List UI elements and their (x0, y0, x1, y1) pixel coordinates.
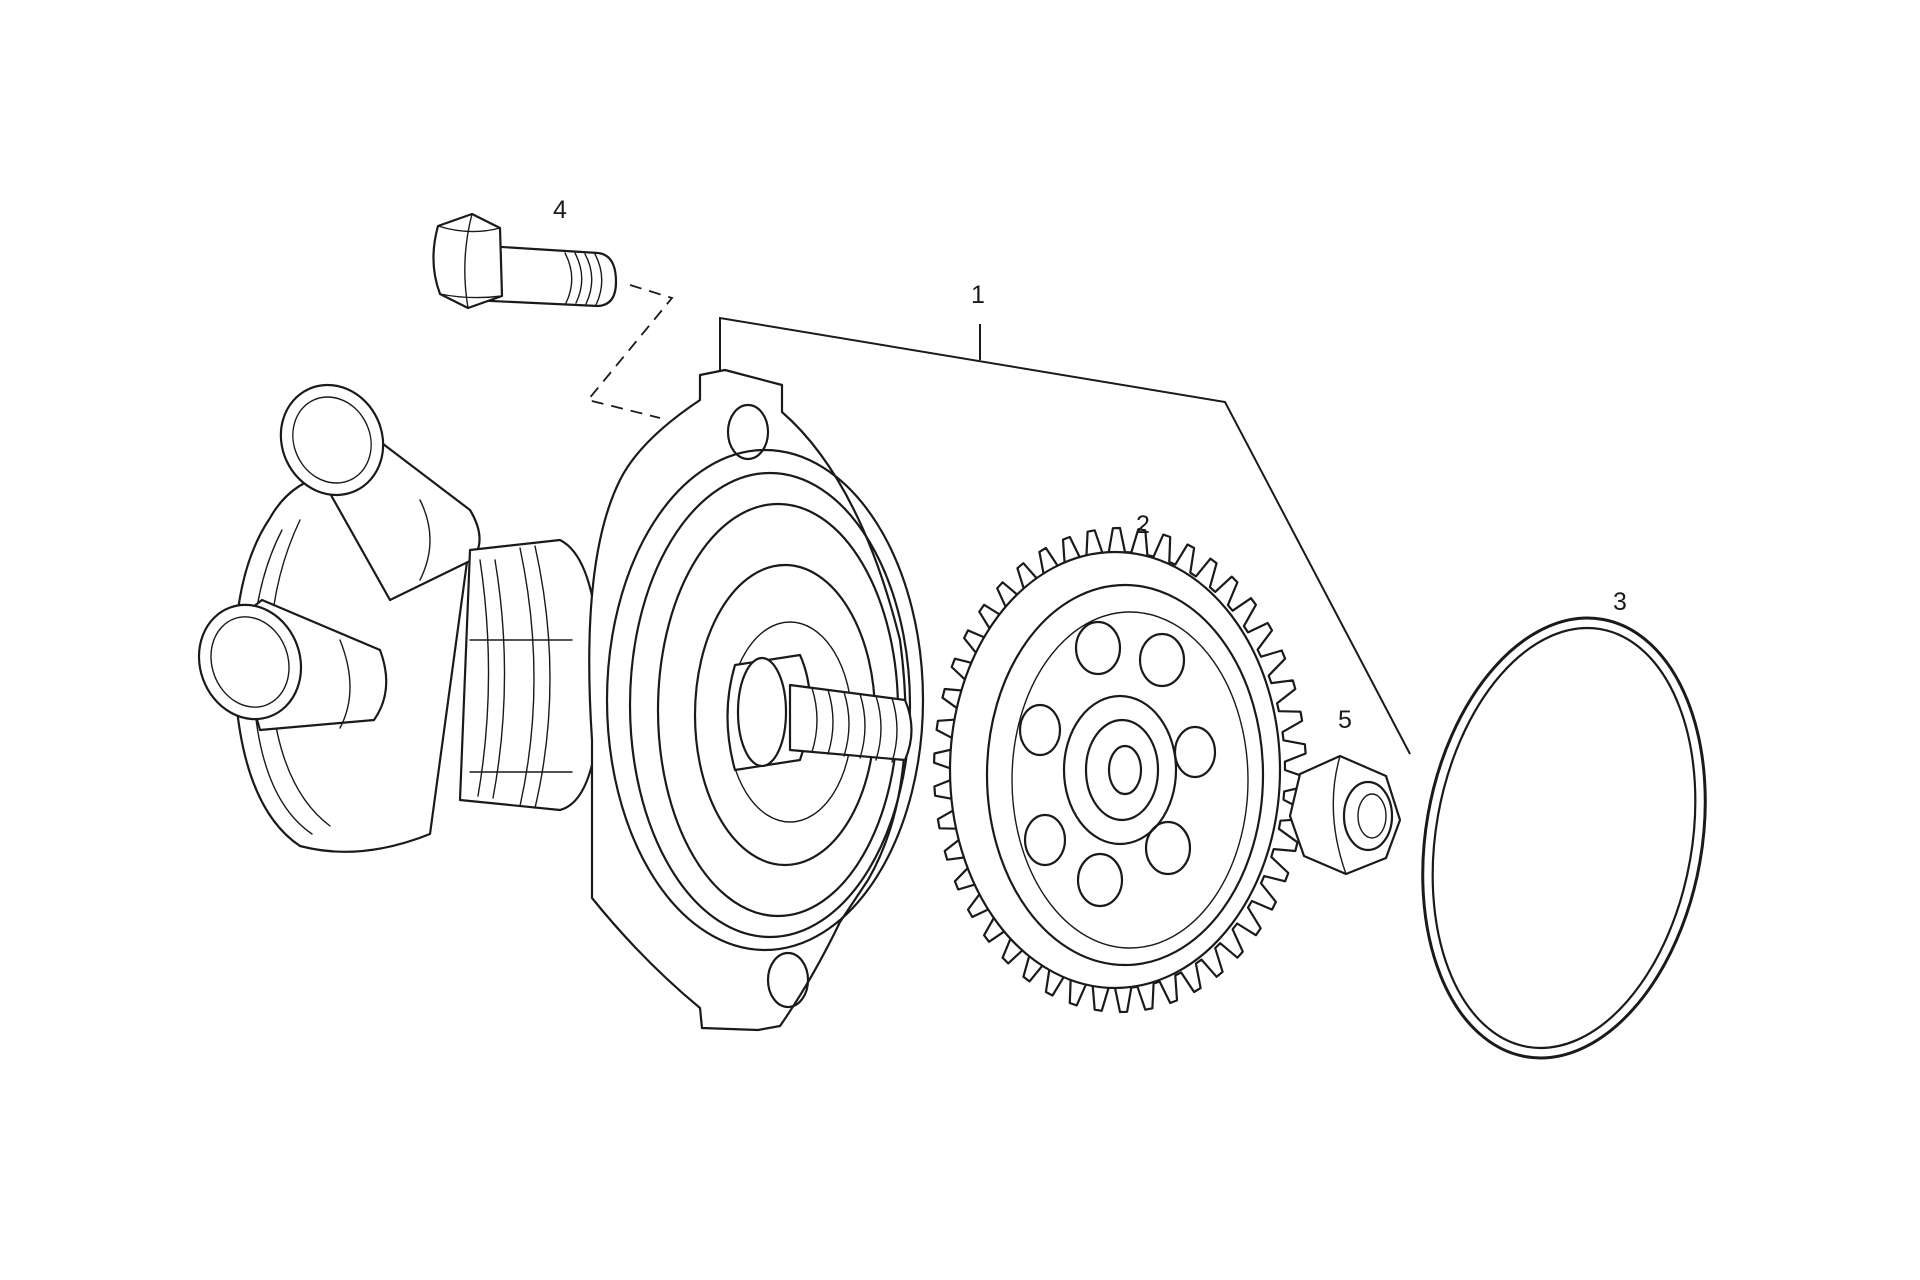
callout-1-group: 1 (719, 281, 1411, 755)
leader-line-part-1 (719, 316, 1411, 755)
o-ring-part-3[interactable] (1390, 595, 1739, 1080)
pump-body-part-1[interactable] (183, 368, 925, 1032)
gear-part-2[interactable] (933, 526, 1307, 1014)
bolt-part-4[interactable] (432, 212, 618, 310)
callout-label-2: 2 (1136, 511, 1150, 539)
callout-label-4: 4 (553, 196, 567, 224)
callout-label-3: 3 (1613, 588, 1627, 616)
callout-label-5: 5 (1338, 706, 1352, 734)
nut-part-5[interactable] (1288, 754, 1402, 876)
callout-label-1: 1 (971, 281, 985, 309)
bolt-assembly-path (586, 284, 674, 419)
